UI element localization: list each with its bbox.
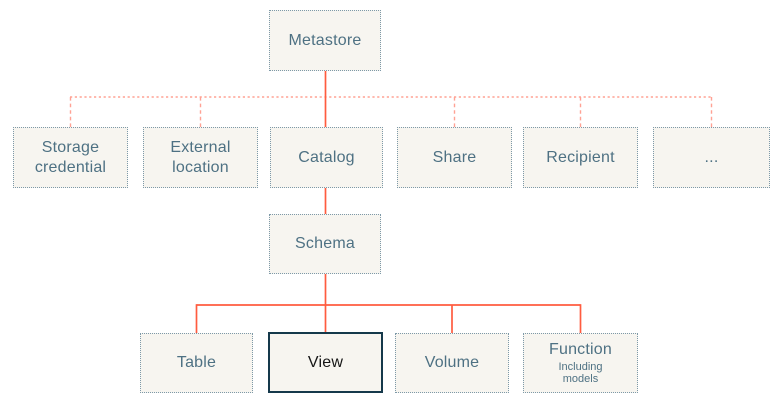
node-schema: Schema (269, 214, 381, 274)
node-share-label: Share (432, 148, 477, 166)
node-volume: Volume (395, 333, 509, 393)
node-catalog-label: Catalog (298, 148, 355, 166)
node-recipient-label: Recipient (546, 148, 615, 166)
node-share: Share (397, 127, 512, 188)
node-function-labels: Function Including models (545, 340, 617, 386)
node-view-label: View (307, 353, 344, 371)
solid-connectors (195, 71, 582, 333)
node-metastore-label: Metastore (288, 31, 362, 49)
node-external-location-label: External location (170, 138, 231, 176)
node-catalog: Catalog (270, 127, 383, 188)
node-function-label: Function (549, 341, 612, 359)
node-ellipsis-label: ... (704, 148, 719, 166)
node-volume-label: Volume (424, 354, 480, 372)
node-view: View (268, 332, 383, 393)
dashed-connectors (69, 96, 713, 127)
node-storage-credential-label: Storage credential (34, 138, 107, 176)
node-ellipsis: ... (653, 127, 770, 188)
node-table-label: Table (176, 354, 217, 372)
node-table: Table (140, 333, 253, 393)
node-function-sublabel: Including models (558, 360, 603, 386)
node-metastore: Metastore (269, 10, 381, 71)
node-schema-label: Schema (295, 235, 355, 253)
node-function: Function Including models (523, 333, 638, 393)
node-external-location: External location (143, 127, 258, 188)
node-storage-credential: Storage credential (13, 127, 128, 188)
node-recipient: Recipient (523, 127, 638, 188)
